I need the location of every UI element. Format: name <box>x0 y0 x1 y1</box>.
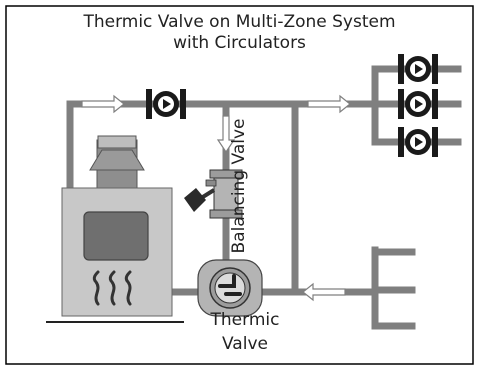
circulator-pump-icon <box>415 99 423 109</box>
circulator-pump-icon <box>415 137 423 147</box>
flow-arrow-icon <box>307 94 351 114</box>
boiler-window <box>83 211 149 261</box>
flame-icon <box>92 270 132 306</box>
balancing-valve <box>184 169 243 219</box>
thermic-valve-label-line-1: Thermic <box>210 310 280 330</box>
thermic-valve-label-line-2: Valve <box>222 334 268 354</box>
circulator-pump-zone-2 <box>398 89 438 119</box>
chimney-cap <box>97 135 137 149</box>
balancing-valve-label: Balancing Valve <box>229 118 249 254</box>
chimney-icon <box>89 149 145 171</box>
flow-arrow-icon <box>81 94 125 114</box>
flow-arrow-icon <box>216 115 236 154</box>
diagram-title-line-1: Thermic Valve on Multi-Zone System <box>83 12 396 32</box>
flow-arrow-icon <box>302 282 346 302</box>
diagram-title-line-2: with Circulators <box>173 33 306 53</box>
circulator-pump-zone-1 <box>398 54 438 84</box>
thermic-valve-icon <box>218 274 242 296</box>
circulator-pump-main <box>146 89 186 119</box>
boiler <box>46 135 184 323</box>
circulator-pump-icon <box>415 64 423 74</box>
circulator-pump-zone-3 <box>398 127 438 157</box>
flow-arrows <box>81 94 351 302</box>
diagram-border <box>5 5 474 365</box>
balancing-valve-icon <box>184 188 206 212</box>
thermic-valve <box>197 259 263 317</box>
circulator-pump-icon <box>163 99 171 109</box>
